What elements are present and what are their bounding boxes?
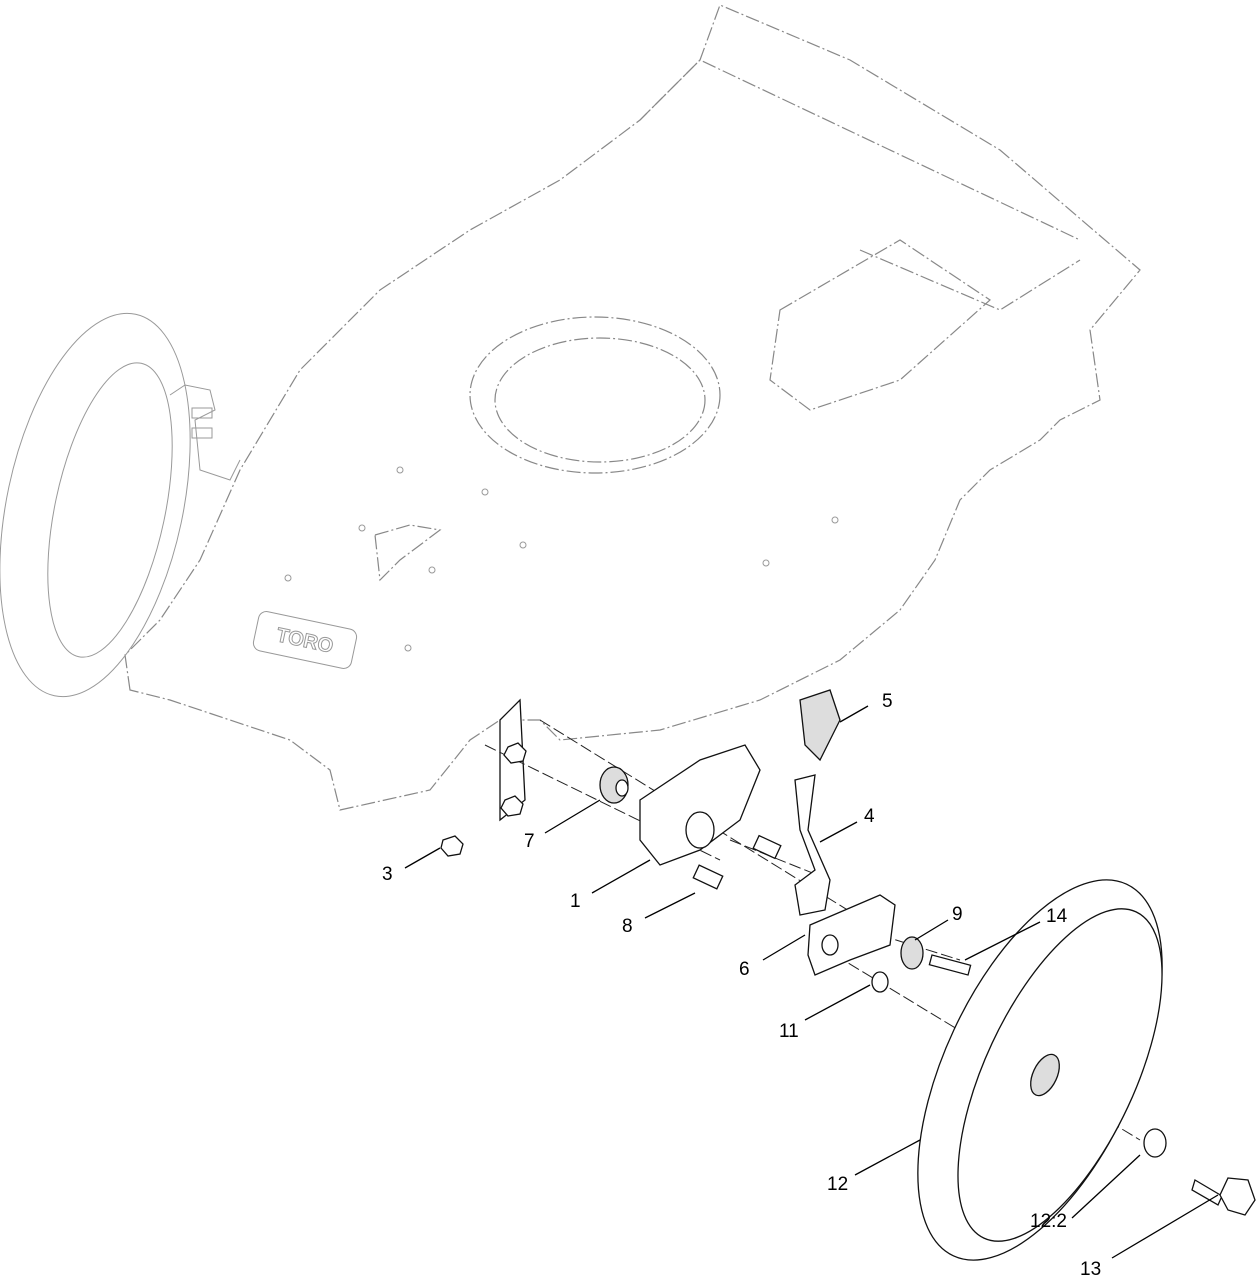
bolt-8 (692, 834, 782, 890)
nut-upper (500, 742, 527, 817)
bolt-13 (1191, 1177, 1256, 1216)
callout-9: 9 (952, 904, 963, 925)
toro-logo: TORO (252, 611, 358, 669)
rear-wheel-ghost (0, 312, 241, 698)
callout-7: 7 (524, 831, 535, 852)
callout-8: 8 (622, 916, 633, 937)
callout-1: 1 (570, 891, 581, 912)
svg-text:TORO: TORO (274, 624, 335, 657)
callout-leaders (404, 705, 1219, 1259)
washer-12-2 (1143, 1128, 1167, 1158)
bracket-6 (807, 894, 896, 976)
callout-5: 5 (882, 691, 893, 712)
handle-5 (799, 689, 841, 762)
plate-1 (639, 744, 761, 866)
washer-9 (900, 936, 924, 970)
spacer-7 (599, 766, 629, 804)
nut-3 (440, 835, 464, 857)
callout-14: 14 (1046, 906, 1068, 927)
wheel-12 (917, 879, 1163, 1261)
callout-6: 6 (739, 959, 750, 980)
bolt-14 (928, 954, 972, 976)
callout-11: 11 (779, 1021, 799, 1042)
lever-4 (794, 774, 831, 916)
callout-12: 12 (827, 1174, 848, 1195)
callout-12-2: 12:2 (1030, 1211, 1067, 1232)
callout-3: 3 (382, 864, 393, 885)
nut-11 (871, 971, 889, 993)
mower-deck-outline: TORO (124, 4, 1141, 811)
callout-13: 13 (1080, 1259, 1101, 1279)
callout-4: 4 (864, 806, 875, 827)
